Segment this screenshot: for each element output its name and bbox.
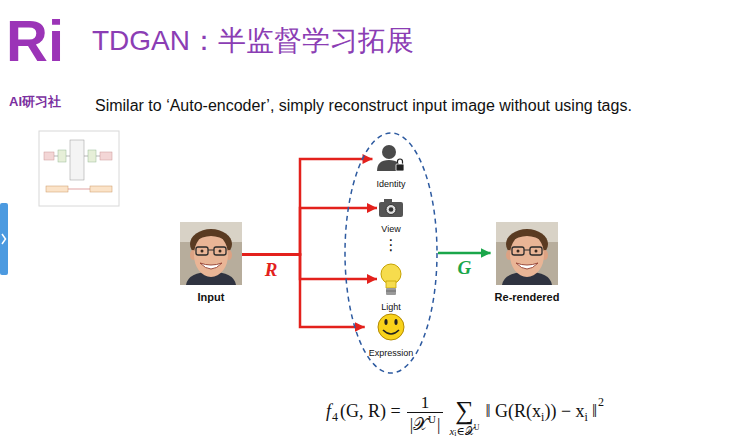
camera-body: [379, 202, 403, 217]
formula-text: i: [585, 411, 588, 423]
formula-text: |𝒳: [410, 416, 428, 433]
flow-arrow: [242, 255, 377, 280]
smiley-mouth: [383, 330, 399, 334]
camera-lens-core: [389, 207, 394, 212]
face-image: Re-rendered: [492, 222, 563, 305]
factor-label: Light: [381, 302, 401, 312]
ellipsis-dots: ⋮: [384, 236, 399, 253]
thumb-box: [46, 186, 68, 192]
formula-text: ∈𝒳: [457, 426, 474, 437]
formula-text: ‖ G(R(x: [486, 402, 542, 420]
person-head: [382, 145, 396, 159]
icon-node: Identity: [373, 145, 408, 191]
formula-text: U: [474, 424, 480, 432]
flow-arrow: [438, 252, 491, 255]
bulb-thread: [386, 291, 396, 292]
camera-icon: [379, 199, 403, 217]
bulb-neck: [386, 281, 396, 288]
lock-body: [396, 164, 404, 171]
formula-text: )) − x: [544, 402, 584, 420]
edge-label: R: [264, 260, 279, 279]
ellipse-shape: [345, 133, 437, 373]
thumb-line: [66, 156, 70, 157]
smiley-icon: [378, 314, 404, 340]
thumb-line: [96, 156, 100, 157]
icon-node: Expression: [366, 312, 417, 360]
logo-mark: Ri: [6, 12, 64, 70]
factor-label: View: [381, 224, 400, 234]
image-caption: Input: [198, 291, 225, 304]
formula-text: 4: [332, 411, 338, 423]
thumb-line: [84, 156, 88, 157]
thumb-box: [70, 140, 84, 180]
connectors: [242, 159, 491, 327]
smiley-face: [378, 314, 404, 340]
thumbnail: [39, 131, 119, 206]
formula-text: (G, R) =: [340, 402, 401, 420]
formula-text: ∑: [455, 398, 474, 424]
logo-text: AI研习社: [9, 95, 61, 108]
fraction-bar: [407, 412, 444, 413]
icon-node: View: [378, 198, 404, 236]
camera-lens: [386, 205, 396, 215]
smiley-eye: [384, 319, 387, 325]
formula-text: i: [454, 430, 456, 438]
flow-arrow: [242, 255, 365, 328]
slide-title: TDGAN：半监督学习拓展: [92, 26, 414, 57]
factor-label: Expression: [369, 348, 414, 358]
input-face: [180, 222, 242, 285]
smiley-eye: [394, 319, 397, 325]
rerendered-face: [496, 222, 558, 285]
formula-text: x: [449, 426, 454, 437]
lock-shackle: [398, 159, 403, 164]
formula-text: ‖: [592, 402, 597, 420]
thumb-box: [100, 152, 112, 160]
edge-label: G: [456, 258, 472, 277]
formula-text: i: [541, 411, 544, 423]
tab-bar: [0, 203, 8, 275]
formula-text: f: [326, 402, 331, 420]
identity-icon: [377, 145, 404, 171]
formula-text: 1: [421, 394, 430, 411]
thumb-line: [68, 189, 90, 190]
formula-text: |: [437, 416, 440, 433]
icon-node: Light: [378, 262, 404, 314]
bulb-icon: [381, 264, 401, 295]
dashed-ellipse: ⋮ IdentityViewLightExpression: [344, 132, 438, 374]
thumb-box: [44, 152, 54, 160]
thumb-box: [58, 150, 66, 162]
side-tab: [0, 203, 8, 275]
subtitle: Similar to ‘Auto-encoder’, simply recons…: [95, 98, 632, 114]
formula-text: U: [428, 414, 436, 425]
face-image: Input: [180, 222, 242, 305]
thumbnail-frame: [39, 131, 119, 206]
tab-chevron: [2, 234, 6, 244]
factor-label: Identity: [376, 179, 405, 189]
formula-text: 2: [598, 396, 604, 408]
thumb-line: [54, 156, 58, 157]
bulb-base: [386, 288, 396, 295]
flow-arrow: [242, 208, 377, 255]
thumb-box: [88, 150, 96, 162]
image-caption: Re-rendered: [495, 291, 560, 304]
thumb-box: [90, 186, 112, 192]
